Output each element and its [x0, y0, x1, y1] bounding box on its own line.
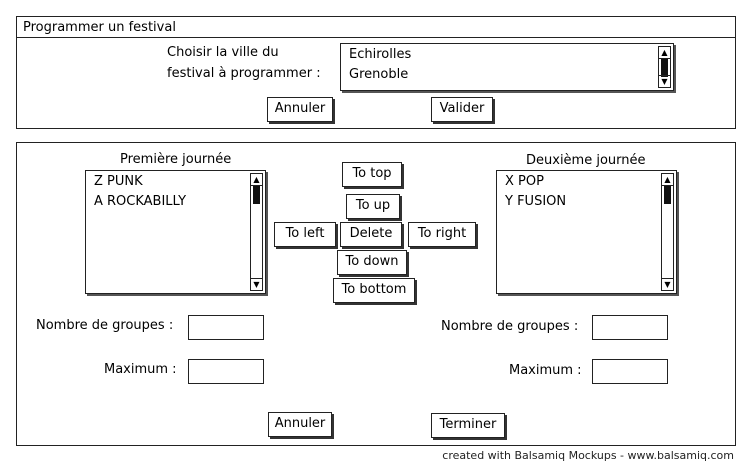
- scroll-thumb[interactable]: [664, 186, 671, 204]
- city-scrollbar[interactable]: ▲ ▼: [658, 46, 671, 88]
- day1-title: Première journée: [120, 152, 232, 167]
- day1-max-label: Maximum :: [104, 362, 177, 377]
- city-item-grenoble[interactable]: Grenoble: [349, 67, 409, 82]
- scroll-thumb[interactable]: [253, 186, 260, 204]
- to-bottom-button[interactable]: To bottom: [333, 278, 415, 303]
- scroll-up-icon[interactable]: ▲: [251, 174, 262, 186]
- city-label-line1: Choisir la ville du: [167, 45, 279, 60]
- day2-band-item[interactable]: X POP: [505, 174, 544, 189]
- top-cancel-button[interactable]: Annuler: [267, 97, 333, 122]
- scroll-thumb[interactable]: [661, 59, 668, 77]
- day2-scrollbar[interactable]: ▲ ▼: [661, 173, 674, 291]
- city-listbox[interactable]: Echirolles Grenoble ▲ ▼: [340, 43, 674, 91]
- day1-max-field[interactable]: [188, 359, 264, 384]
- day1-band-item[interactable]: A ROCKABILLY: [94, 194, 187, 209]
- city-label-line2: festival à programmer :: [167, 66, 321, 81]
- bottom-cancel-button[interactable]: Annuler: [268, 412, 332, 437]
- day1-band-item[interactable]: Z PUNK: [94, 174, 143, 189]
- finish-button[interactable]: Terminer: [431, 413, 505, 438]
- to-down-button[interactable]: To down: [337, 250, 407, 275]
- delete-button[interactable]: Delete: [340, 222, 402, 247]
- balsamiq-credit: created with Balsamiq Mockups - www.bals…: [442, 449, 734, 462]
- validate-button[interactable]: Valider: [431, 97, 493, 122]
- day2-max-field[interactable]: [592, 359, 668, 384]
- scroll-down-icon[interactable]: ▼: [659, 75, 670, 87]
- scroll-down-icon[interactable]: ▼: [662, 278, 673, 290]
- window-title: Programmer un festival: [23, 20, 176, 35]
- scroll-down-icon[interactable]: ▼: [251, 278, 262, 290]
- to-right-button[interactable]: To right: [408, 222, 476, 247]
- to-top-button[interactable]: To top: [342, 162, 402, 187]
- city-item-echirolles[interactable]: Echirolles: [349, 47, 412, 62]
- day2-groups-label: Nombre de groupes :: [441, 319, 579, 334]
- day2-groups-field[interactable]: [592, 315, 668, 340]
- day1-scrollbar[interactable]: ▲ ▼: [250, 173, 263, 291]
- day1-band-listbox[interactable]: Z PUNK A ROCKABILLY ▲ ▼: [85, 170, 266, 294]
- day2-title: Deuxième journée: [526, 153, 646, 168]
- window-titlebar: Programmer un festival: [16, 16, 736, 38]
- day1-groups-field[interactable]: [188, 315, 264, 340]
- to-up-button[interactable]: To up: [346, 194, 400, 219]
- day1-groups-label: Nombre de groupes :: [36, 318, 174, 333]
- day2-max-label: Maximum :: [509, 363, 582, 378]
- day2-band-listbox[interactable]: X POP Y FUSION ▲ ▼: [496, 170, 677, 294]
- scroll-up-icon[interactable]: ▲: [662, 174, 673, 186]
- day2-band-item[interactable]: Y FUSION: [505, 194, 567, 209]
- scroll-up-icon[interactable]: ▲: [659, 47, 670, 59]
- to-left-button[interactable]: To left: [274, 222, 336, 247]
